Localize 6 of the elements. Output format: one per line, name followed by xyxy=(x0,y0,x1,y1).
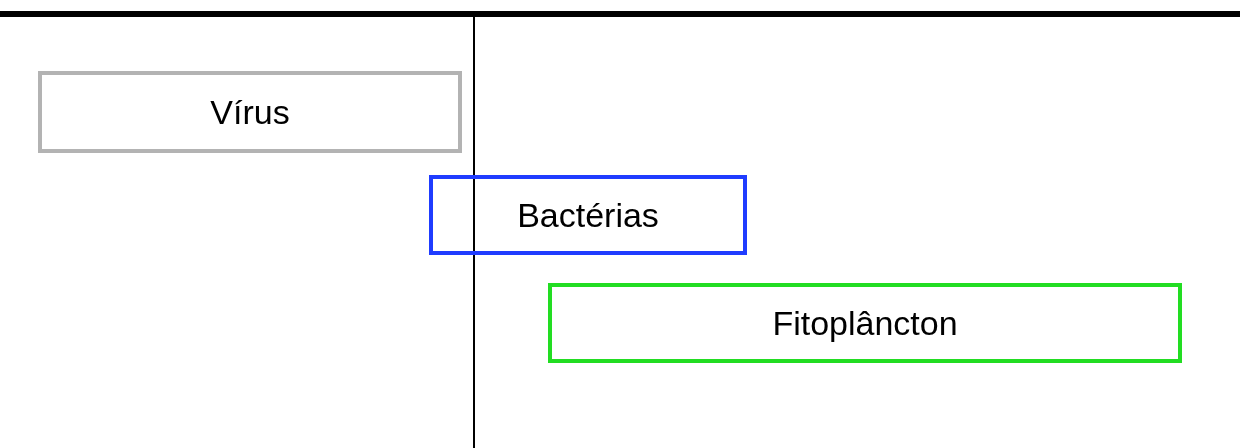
label-box xyxy=(429,175,747,255)
label-box xyxy=(38,71,462,153)
box-label: Fitoplâncton xyxy=(772,303,958,343)
box-label: Vírus xyxy=(210,92,290,132)
label-box xyxy=(548,283,1182,363)
box-label: Bactérias xyxy=(517,195,659,235)
